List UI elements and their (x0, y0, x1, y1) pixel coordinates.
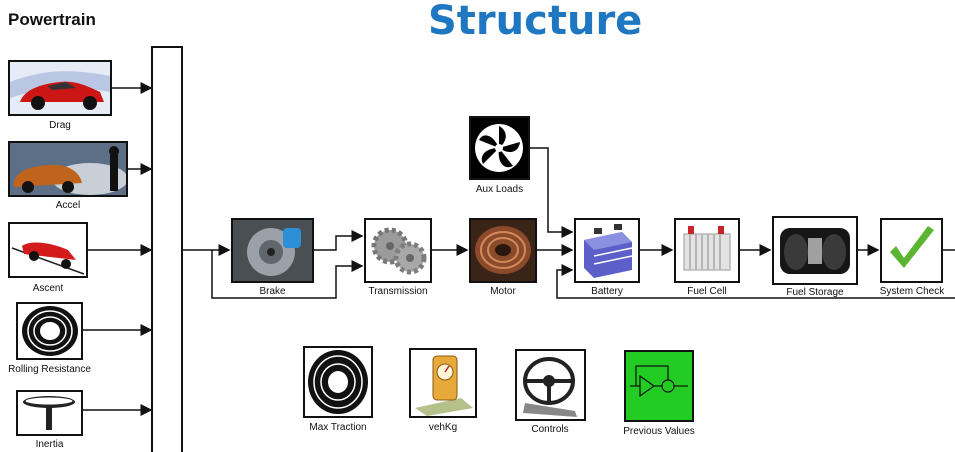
inertia-block[interactable] (16, 390, 83, 436)
scale-icon (411, 350, 475, 416)
drag-block[interactable] (8, 60, 112, 116)
fuel-cell-block[interactable] (674, 218, 740, 283)
system-check-block[interactable] (880, 218, 943, 283)
vehkg-block[interactable] (409, 348, 477, 418)
motor-block[interactable] (469, 218, 537, 283)
disc-brake-icon (233, 220, 312, 281)
aux-loads-block[interactable] (469, 116, 530, 180)
steering-icon (517, 351, 584, 419)
vehkg-label: vehKg (428, 422, 458, 433)
fuel-cell-label: Fuel Cell (687, 286, 727, 297)
ascent-label: Ascent (32, 283, 64, 294)
transmission-label: Transmission (368, 286, 428, 297)
controls-block[interactable] (515, 349, 586, 421)
battery-label: Battery (591, 286, 623, 297)
drag-label: Drag (49, 120, 71, 131)
tire-icon (22, 306, 78, 356)
ascent-block[interactable] (8, 222, 88, 278)
page-title: Structure (428, 0, 643, 44)
brake-block[interactable] (231, 218, 314, 283)
flywheel-icon (23, 396, 75, 430)
accel-label: Accel (55, 200, 81, 211)
fan-icon (471, 118, 528, 178)
previous-values-block[interactable] (624, 350, 694, 422)
brake-label: Brake (259, 286, 286, 297)
motor-label: Motor (490, 286, 516, 297)
motor-coil-icon (471, 220, 535, 281)
memory-block-icon (626, 352, 692, 420)
gears-icon (366, 220, 430, 281)
max-traction-block[interactable] (303, 346, 373, 418)
previous-values-label: Previous Values (623, 426, 695, 437)
car-wind-icon (10, 62, 110, 114)
fuel-cell-icon (676, 220, 738, 281)
rolling-resistance-label: Rolling Resistance (8, 364, 91, 375)
fuel-tank-icon (774, 218, 856, 283)
fuel-storage-label: Fuel Storage (786, 287, 844, 298)
transmission-block[interactable] (364, 218, 432, 283)
burning-car-icon (10, 143, 126, 195)
checkmark-icon (882, 220, 941, 281)
subsystem-title: Powertrain (8, 10, 96, 29)
max-traction-label: Max Traction (309, 422, 367, 433)
car-on-slope-icon (10, 224, 86, 276)
rolling-resistance-block[interactable] (16, 302, 83, 360)
mux-block[interactable] (151, 46, 183, 452)
controls-label: Controls (531, 424, 569, 435)
fuel-storage-block[interactable] (772, 216, 858, 285)
battery-block[interactable] (574, 218, 640, 283)
accel-block[interactable] (8, 141, 128, 197)
aux-loads-label: Aux Loads (475, 184, 524, 195)
battery-icon (576, 220, 638, 281)
inertia-label: Inertia (35, 439, 64, 450)
tire-icon (308, 350, 368, 414)
system-check-label: System Check (879, 286, 945, 297)
